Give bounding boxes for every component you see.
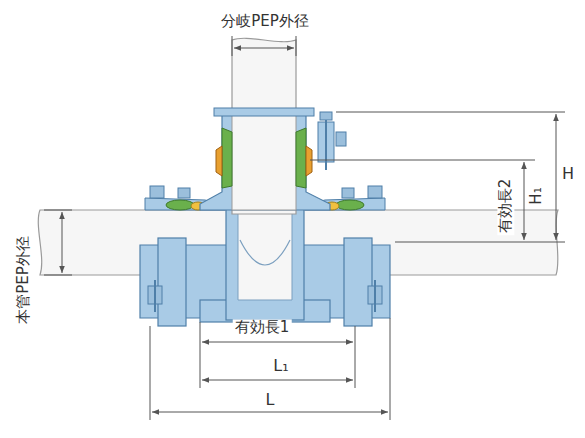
dimension-label: 本管PEP外径: [15, 234, 32, 326]
dimension-label: 分岐PEP外径: [219, 13, 311, 30]
dimension-label: L₁: [271, 357, 290, 375]
dimension-label: H: [560, 165, 576, 183]
dimension-label: 有効長2: [497, 177, 514, 236]
dimension-label: 有効長1: [233, 319, 292, 336]
dimension-label: H₁: [528, 185, 545, 206]
dimension-label: L: [264, 391, 277, 409]
